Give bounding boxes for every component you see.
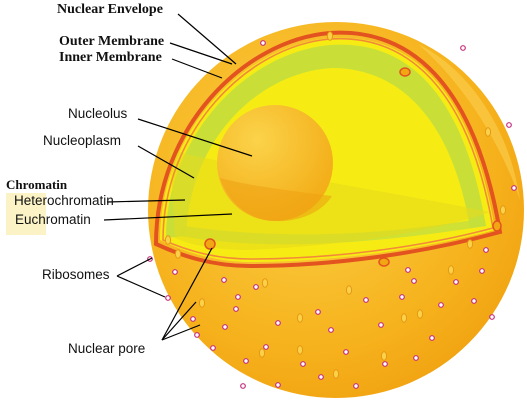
ribosome (300, 361, 306, 367)
ribosome (210, 345, 216, 351)
nuclear-pore (492, 220, 502, 232)
surface-pore (416, 309, 424, 319)
ribosome (190, 316, 196, 322)
ribosome (275, 320, 281, 326)
ribosome (429, 335, 435, 341)
surface-pore (484, 127, 492, 137)
nuclear-pore (399, 67, 411, 77)
leader-line (116, 257, 153, 277)
ribosome (460, 45, 466, 51)
ribosome (411, 278, 417, 284)
leader-lines (103, 13, 253, 341)
surface-pore (447, 265, 455, 275)
ribosome (343, 349, 349, 355)
leader-line (137, 118, 253, 157)
ribosome (221, 277, 227, 283)
surface-pore (296, 345, 304, 355)
ribosomes-group (147, 40, 517, 389)
leader-line (106, 199, 186, 203)
label-outer-membrane: Outer Membrane (59, 34, 165, 49)
surface-pore (332, 369, 340, 379)
label-chromatin: Chromatin (6, 177, 68, 192)
leader-line (116, 275, 166, 298)
ribosome (506, 122, 512, 128)
surface-pore (174, 249, 182, 259)
ribosome (453, 279, 459, 285)
ribosome (243, 358, 249, 364)
ribosome (363, 297, 369, 303)
label-nuclear-pore: Nuclear pore (68, 341, 146, 356)
nucleolus-shade (220, 178, 332, 222)
ribosome (405, 267, 411, 273)
leader-line (161, 324, 201, 341)
surface-pore (326, 31, 334, 41)
ribosome (399, 294, 405, 300)
ribosome (240, 383, 246, 389)
surface-pore (198, 298, 206, 308)
ribosome (263, 344, 269, 350)
surface-pore (380, 351, 388, 361)
label-nuclear-envelope: Nuclear Envelope (57, 2, 163, 17)
pores-group (164, 31, 507, 379)
label-heterochromatin: Heterochromatin (14, 193, 114, 208)
surface-pore (499, 205, 507, 215)
surface-pore (296, 313, 304, 323)
surface-pore (258, 348, 266, 358)
leader-line (137, 145, 195, 179)
heterochromatin-rim (166, 44, 486, 239)
ribosome (165, 295, 171, 301)
leader-line (161, 301, 197, 341)
ribosome (378, 322, 384, 328)
leader-line (169, 42, 233, 65)
nuclear-pore (378, 257, 390, 267)
ribosome (194, 332, 200, 338)
ribosome (483, 247, 489, 253)
surface-pore (164, 235, 172, 245)
ribosome (275, 382, 281, 388)
label-ribosomes: Ribosomes (42, 267, 110, 282)
ribosome (318, 374, 324, 380)
ribosome (315, 309, 321, 315)
leader-line (161, 247, 213, 341)
leader-line (103, 213, 233, 221)
chromatin-label-background (6, 193, 46, 235)
label-nucleoplasm: Nucleoplasm (43, 133, 122, 148)
ribosome (235, 294, 241, 300)
surface-pore (466, 239, 474, 249)
label-nucleolus: Nucleolus (68, 106, 128, 121)
leader-line (177, 13, 237, 65)
ribosome (222, 324, 228, 330)
ribosome (233, 306, 239, 312)
label-inner-membrane: Inner Membrane (59, 50, 162, 65)
surface-pore (345, 285, 353, 295)
ribosome (328, 327, 334, 333)
nuclear-pores (204, 67, 502, 267)
inner-membrane (162, 37, 494, 260)
surface-pore (261, 278, 269, 288)
ribosome (471, 298, 477, 304)
ribosome (382, 361, 388, 367)
surface-pore (400, 313, 408, 323)
ribosome (353, 383, 359, 389)
ribosome (260, 40, 266, 46)
nuclear-pore (204, 238, 216, 250)
leader-line (171, 58, 223, 79)
ribosome (438, 302, 444, 308)
ribosome (479, 268, 485, 274)
ribosome (253, 284, 259, 290)
ribosome (413, 355, 419, 361)
ribosome (489, 314, 495, 320)
outer-membrane (153, 30, 503, 269)
label-euchromatin: Euchromatin (15, 212, 91, 227)
ribosome (172, 269, 178, 275)
ribosome (511, 185, 517, 191)
